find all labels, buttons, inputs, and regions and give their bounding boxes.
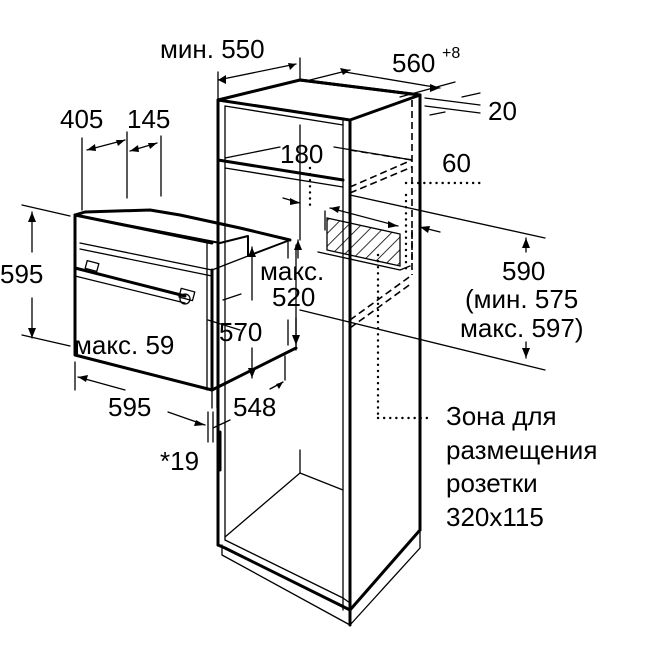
label-niche-height-590: 590 bbox=[502, 256, 545, 286]
socket-zone-line-2: размещения bbox=[446, 435, 597, 465]
socket-zone-line-3: розетки bbox=[446, 468, 538, 498]
label-depth-max-title: макс. bbox=[260, 256, 324, 286]
dimension-labels: мин. 550 560 +8 20 405 145 180 60 595 59… bbox=[0, 34, 584, 476]
dimension-lines bbox=[21, 57, 546, 472]
label-cabinet-width-tolerance: +8 bbox=[442, 45, 460, 62]
label-panel-max-59: макс. 59 bbox=[74, 330, 174, 360]
label-vent-180: 180 bbox=[280, 139, 323, 169]
oven bbox=[73, 208, 298, 409]
label-side-gap-60: 60 bbox=[442, 148, 471, 178]
label-cabinet-depth-min: мин. 550 bbox=[160, 34, 265, 64]
label-depth-max-520: 520 bbox=[272, 282, 315, 312]
arrowheads bbox=[28, 63, 530, 426]
tall-cabinet bbox=[216, 78, 422, 627]
label-oven-depth-548: 548 bbox=[233, 392, 276, 422]
label-niche-height-max: макс. 597) bbox=[460, 313, 584, 343]
socket-zone-hatch bbox=[317, 217, 411, 271]
label-width-145: 145 bbox=[127, 104, 170, 134]
label-oven-width-595: 595 bbox=[108, 392, 151, 422]
label-oven-height-595: 595 bbox=[0, 259, 43, 289]
label-back-offset: 20 bbox=[488, 96, 517, 126]
socket-zone-line-1: Зона для bbox=[446, 401, 557, 431]
socket-zone-label: Зона для размещения розетки 320x115 bbox=[446, 401, 597, 532]
label-niche-height-min: (мин. 575 bbox=[465, 284, 578, 314]
socket-zone-line-4: 320x115 bbox=[446, 502, 544, 532]
label-cabinet-width: 560 bbox=[392, 48, 435, 78]
label-front-thickness-19: *19 bbox=[160, 446, 199, 476]
label-oven-body-570: 570 bbox=[219, 317, 262, 347]
label-width-405: 405 bbox=[60, 104, 103, 134]
